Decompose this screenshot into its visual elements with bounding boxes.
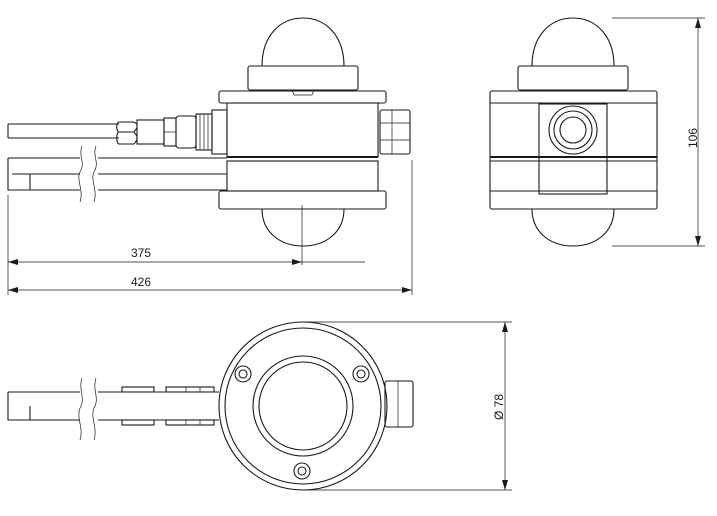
bolt-icon [234, 365, 370, 480]
top-right-connector [384, 380, 414, 428]
front-rod [7, 145, 227, 203]
side-main-body [489, 90, 658, 210]
side-view: 106 [489, 17, 705, 247]
front-main-body [218, 90, 387, 104]
dimension-375: 375 [131, 246, 151, 260]
side-connector-plate [538, 103, 608, 195]
front-view [7, 17, 411, 265]
horizontal-dimensions: 375 426 [7, 160, 413, 295]
front-cable-gland [163, 109, 228, 155]
front-right-connector [379, 109, 411, 155]
dimension-height: 106 [686, 128, 700, 148]
top-view: Ø 78 [7, 321, 512, 491]
side-top-dome [531, 17, 615, 67]
front-upper-cap [247, 65, 359, 91]
side-connector-nut [548, 105, 598, 155]
top-inner-ring [252, 355, 354, 457]
top-outer-circle [218, 321, 388, 491]
dimension-diameter: Ø 78 [492, 394, 506, 420]
front-top-dome [261, 17, 345, 67]
front-plug [116, 119, 165, 145]
dimension-426: 426 [131, 275, 151, 289]
front-bottom-dome [261, 208, 345, 247]
side-bottom-dome [531, 208, 615, 247]
